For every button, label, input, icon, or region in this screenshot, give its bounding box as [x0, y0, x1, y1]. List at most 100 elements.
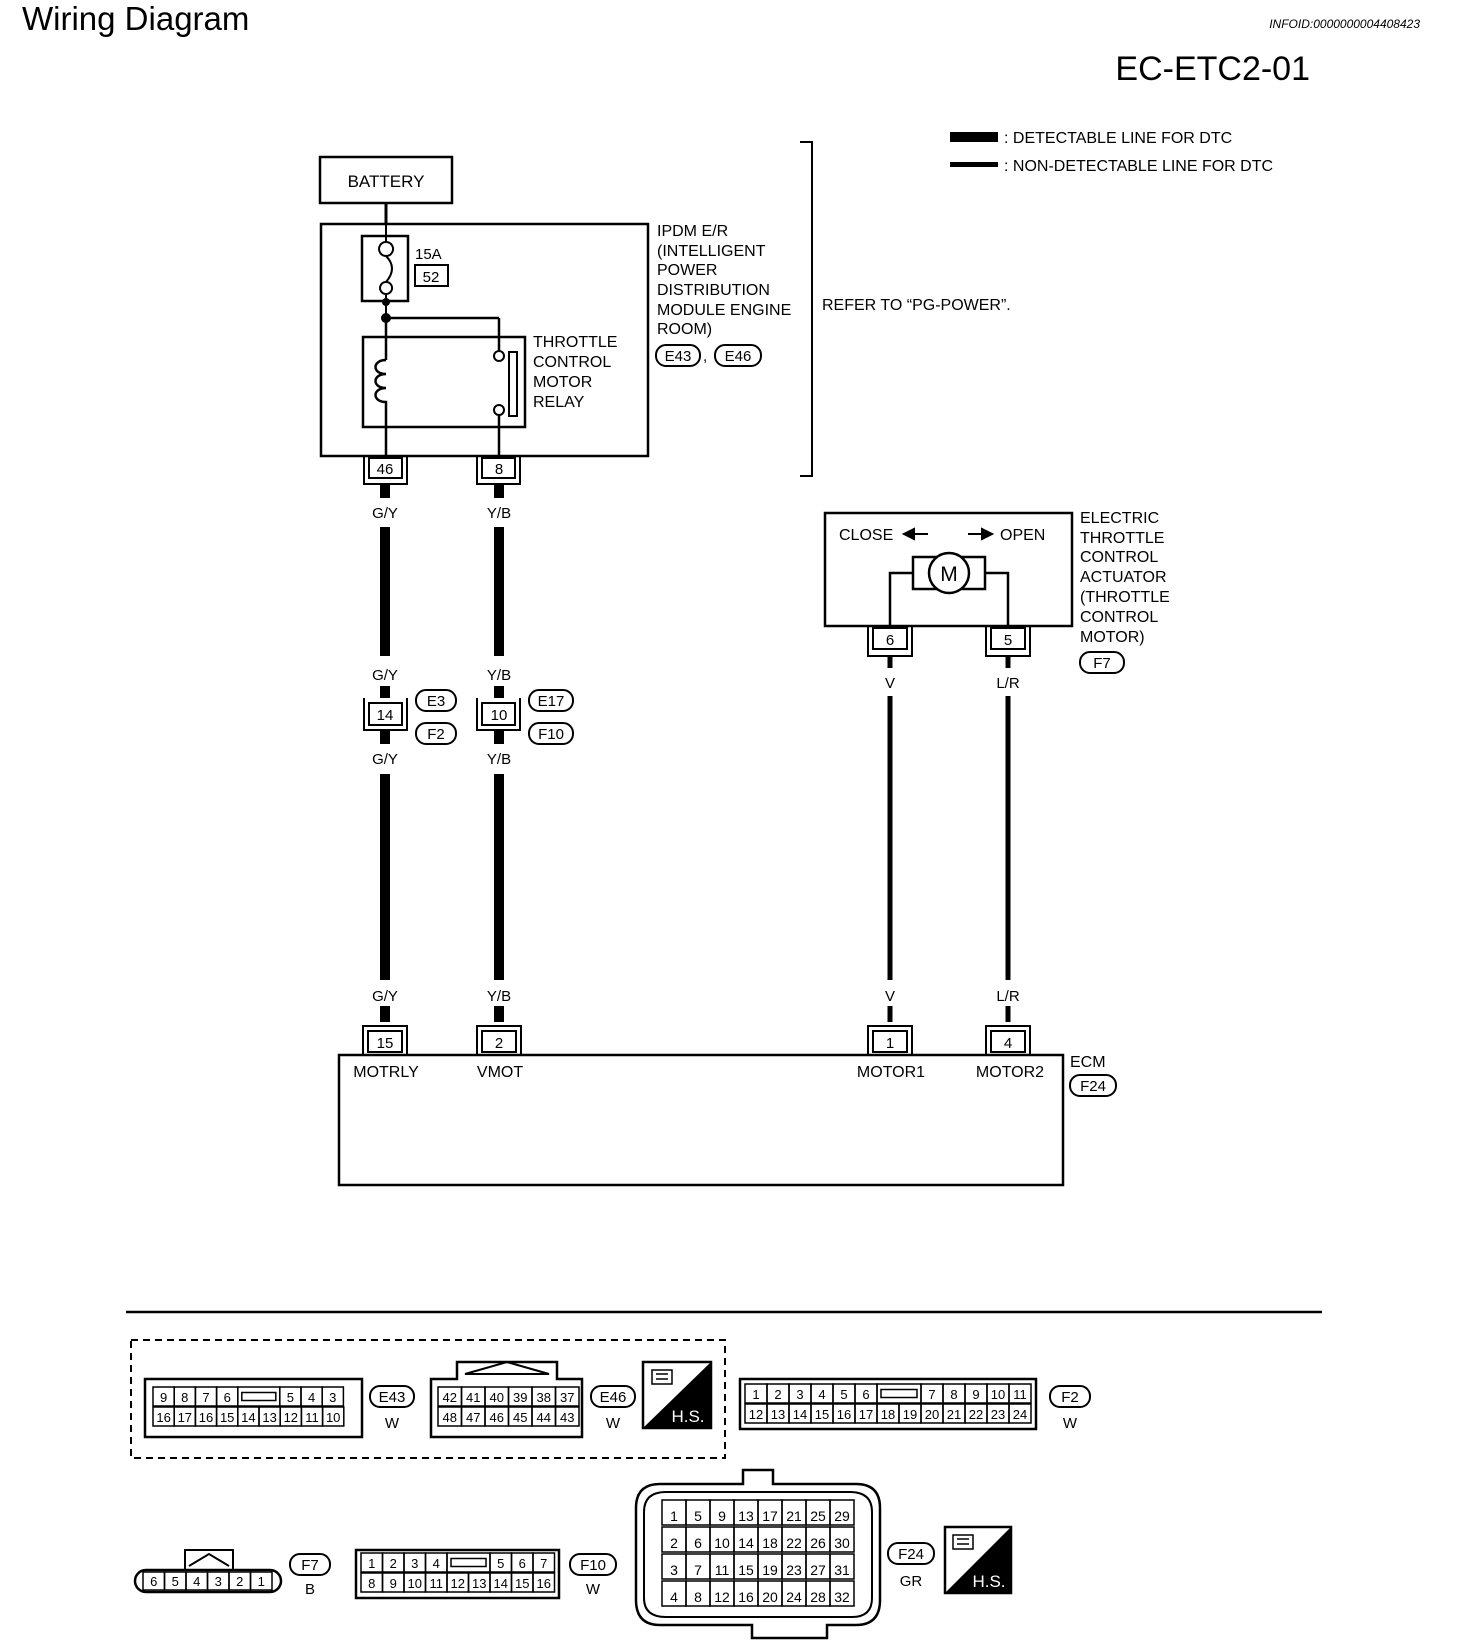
- wire-color-label: G/Y: [372, 505, 398, 522]
- ipdm-connector-e43-badge: [655, 344, 701, 367]
- svg-text:1: 1: [886, 1035, 894, 1052]
- pin-number: 4: [818, 1387, 825, 1402]
- pin-number: 1: [752, 1387, 759, 1402]
- pin-number: 12: [451, 1576, 465, 1591]
- ecm-pin-15: 15: [362, 1025, 408, 1056]
- connector-id-e17: E17: [538, 693, 565, 710]
- wire-color-label: Y/B: [487, 751, 511, 768]
- pin-number: 4: [308, 1390, 315, 1405]
- key-slot: [450, 1557, 487, 1568]
- f10-id-badge: [569, 1553, 617, 1576]
- battery-label: BATTERY: [348, 172, 425, 191]
- actuator-close-label: CLOSE: [839, 527, 893, 544]
- ipdm-connector-e46-badge: [714, 344, 762, 367]
- pin-number: 10: [408, 1576, 422, 1591]
- wire-color-label: L/R: [996, 675, 1020, 692]
- junction-dot: [382, 298, 390, 306]
- pin-number: 12: [714, 1589, 730, 1605]
- wire-color-label: Y/B: [487, 988, 511, 1005]
- pin-number: 11: [305, 1410, 319, 1425]
- fuse-rating: 15A: [415, 246, 442, 263]
- pin-number: 1: [670, 1508, 678, 1524]
- pin-number: 20: [925, 1407, 939, 1422]
- diagram-code: EC-ETC2-01: [1115, 50, 1310, 88]
- pin-number: 48: [443, 1410, 457, 1425]
- legend-thin-swatch: [950, 162, 998, 167]
- fuse-number: 52: [423, 269, 440, 286]
- pin-number: 10: [326, 1410, 340, 1425]
- pin-number: 21: [947, 1407, 961, 1422]
- page-title: Wiring Diagram: [22, 0, 249, 37]
- svg-text:2: 2: [495, 1035, 503, 1052]
- pin-number: 29: [834, 1508, 850, 1524]
- key-slot: [241, 1391, 277, 1402]
- ipdm-label: IPDM E/R (INTELLIGENT POWER DISTRIBUTION…: [657, 223, 796, 338]
- f7-id: F7: [301, 1557, 319, 1574]
- pin-number: 5: [287, 1390, 294, 1405]
- ecm-pin-4: 4: [985, 1025, 1031, 1056]
- pin-number: 17: [762, 1508, 778, 1524]
- pin-number: 2: [236, 1574, 243, 1589]
- pin-number: 23: [991, 1407, 1005, 1422]
- pin-number: 11: [1013, 1387, 1027, 1402]
- actuator-connector-badge: [1079, 651, 1125, 674]
- info-id: INFOID:0000000004408423: [1269, 17, 1420, 31]
- pin-number: 15: [738, 1562, 754, 1578]
- wire-color-label: G/Y: [372, 988, 398, 1005]
- ecm-pin-2: 2: [476, 1025, 522, 1056]
- connector-badge-f10: [528, 722, 574, 745]
- pin-number: 16: [738, 1589, 754, 1605]
- pin-number: 7: [928, 1387, 935, 1402]
- pin-number: 4: [193, 1574, 200, 1589]
- ipdm-connector-separator: ,: [703, 348, 707, 365]
- ecm-pin-1: 1: [867, 1025, 913, 1056]
- pin-number: 5: [172, 1574, 179, 1589]
- pin-number: 6: [150, 1574, 157, 1589]
- ipdm-bracket: [800, 141, 813, 477]
- pin-number: 11: [430, 1576, 444, 1591]
- open-arrow-icon: [968, 527, 995, 541]
- pin-cell: [321, 1406, 345, 1427]
- e46-id-badge: [590, 1385, 636, 1408]
- svg-text:H.S.: H.S.: [972, 1572, 1005, 1591]
- ecm-label: ECM: [1070, 1054, 1106, 1071]
- pin-number: 21: [786, 1508, 802, 1524]
- pin-number: 47: [466, 1410, 480, 1425]
- svg-text:10: 10: [491, 707, 508, 724]
- f7-id-badge: [289, 1553, 331, 1576]
- pin-number: 3: [215, 1574, 222, 1589]
- pin-number: 16: [537, 1576, 551, 1591]
- ecm-terminal-motrly: MOTRLY: [353, 1064, 419, 1081]
- actuator-label: ELECTRIC THROTTLE CONTROL ACTUATOR (THRO…: [1080, 510, 1174, 646]
- pin-number: 9: [390, 1576, 397, 1591]
- pin-number: 8: [950, 1387, 957, 1402]
- pin-number: 19: [762, 1562, 778, 1578]
- pin-number: 7: [540, 1556, 547, 1571]
- pin-number: 3: [329, 1390, 336, 1405]
- pin-number: 2: [774, 1387, 781, 1402]
- connector-badge-e17: [528, 689, 574, 712]
- pin-number: 6: [519, 1556, 526, 1571]
- wire-color-label: G/Y: [372, 667, 398, 684]
- pin-number: 16: [156, 1410, 170, 1425]
- svg-text:46: 46: [377, 461, 394, 478]
- pin-number: 6: [862, 1387, 869, 1402]
- f2-color: W: [1063, 1415, 1078, 1432]
- pin-number: 1: [258, 1574, 265, 1589]
- pin-cell: [446, 1552, 491, 1573]
- pin-cell: [321, 1386, 345, 1407]
- joint-connector-10: 10: [476, 698, 521, 731]
- actuator-pin-6: 6: [867, 626, 913, 657]
- ipdm-connector-e46: E46: [725, 348, 752, 365]
- pin-number: 12: [284, 1410, 298, 1425]
- relay-label: THROTTLE CONTROL MOTOR RELAY: [533, 334, 622, 411]
- wire-color-label: V: [885, 988, 895, 1005]
- pin-number: 2: [670, 1535, 678, 1551]
- wire-color-label: G/Y: [372, 751, 398, 768]
- ipdm-connector-e43: E43: [665, 348, 692, 365]
- close-arrow-icon: [901, 527, 928, 541]
- f24-id-badge: [887, 1542, 935, 1565]
- ipdm-pin-46: 46: [363, 456, 408, 485]
